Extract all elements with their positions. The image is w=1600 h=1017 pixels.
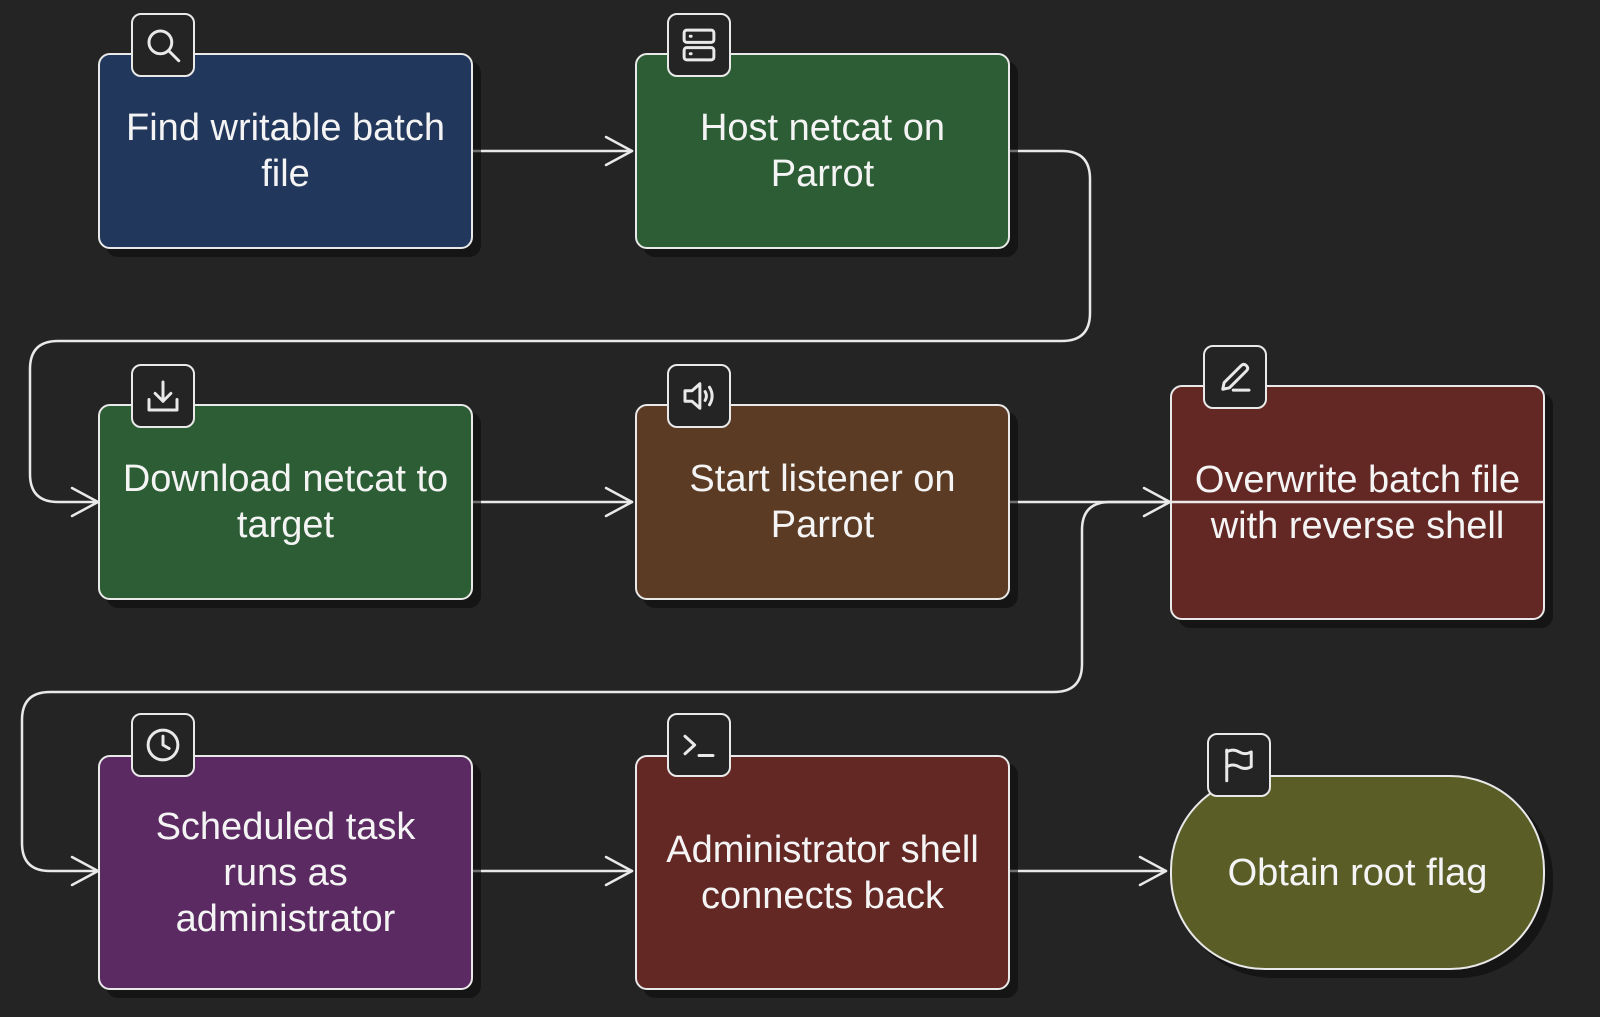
arrowhead-download-to-listener	[604, 486, 634, 518]
node-label: Host netcat on Parrot	[699, 107, 946, 195]
node-label: Obtain root flag	[1227, 851, 1488, 894]
arrowhead-find-to-host	[604, 135, 634, 167]
node-find-writable-batch-file[interactable]: Find writable batch file	[98, 53, 473, 249]
node-administrator-shell[interactable]: Administrator shell connects back	[635, 755, 1010, 990]
edge-host-to-download	[28, 149, 1092, 504]
node-label: Administrator shell connects back	[666, 828, 979, 917]
node-label: Download netcat to target	[122, 458, 449, 546]
node-label: Overwrite batch file with reverse shell	[1194, 458, 1521, 547]
speaker-icon	[667, 364, 731, 428]
arrowhead-admin-to-flag	[1138, 855, 1168, 887]
node-label: Find writable batch file	[126, 107, 445, 195]
edge-overwrite-to-scheduled	[20, 500, 1546, 873]
node-host-netcat-on-parrot[interactable]: Host netcat on Parrot	[635, 53, 1010, 249]
node-start-listener-on-parrot[interactable]: Start listener on Parrot	[635, 404, 1010, 600]
download-icon	[131, 364, 195, 428]
node-label: Scheduled task runs as administrator	[155, 805, 416, 940]
node-scheduled-task[interactable]: Scheduled task runs as administrator	[98, 755, 473, 990]
server-icon	[667, 13, 731, 77]
search-icon	[131, 13, 195, 77]
arrowhead-scheduled-to-admin	[604, 855, 634, 887]
terminal-icon	[667, 713, 731, 777]
flag-icon	[1207, 733, 1271, 797]
node-obtain-root-flag[interactable]: Obtain root flag	[1170, 775, 1545, 970]
node-overwrite-batch-file[interactable]: Overwrite batch file with reverse shell	[1170, 385, 1545, 620]
node-download-netcat-to-target[interactable]: Download netcat to target	[98, 404, 473, 600]
node-label: Start listener on Parrot	[689, 458, 956, 546]
clock-icon	[131, 713, 195, 777]
pencil-icon	[1203, 345, 1267, 409]
